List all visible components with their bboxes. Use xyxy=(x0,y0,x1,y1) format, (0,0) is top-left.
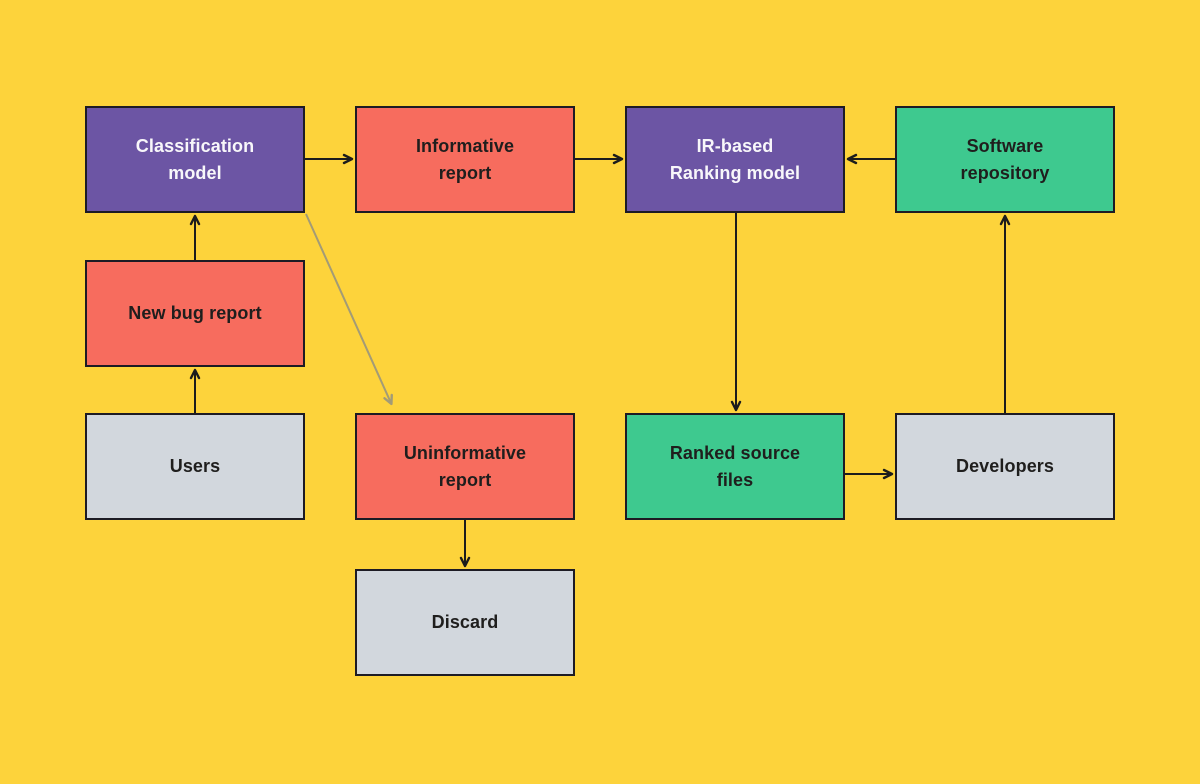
node-discard: Discard xyxy=(355,569,575,676)
node-label-ranked-source-files: Ranked source files xyxy=(669,443,801,490)
node-software-repository: Software repository xyxy=(895,106,1115,213)
node-new-bug-report: New bug report xyxy=(85,260,305,367)
node-label-users: Users xyxy=(169,456,221,477)
node-informative-report: Informative report xyxy=(355,106,575,213)
node-label-informative-report: Informative report xyxy=(415,136,515,183)
node-label-software-repository: Software repository xyxy=(960,136,1050,183)
node-label-ir-based-ranking-model: IR-based Ranking model xyxy=(669,136,801,183)
node-label-discard: Discard xyxy=(431,612,499,633)
node-developers: Developers xyxy=(895,413,1115,520)
node-label-developers: Developers xyxy=(955,456,1055,477)
node-ir-based-ranking-model: IR-based Ranking model xyxy=(625,106,845,213)
node-label-new-bug-report: New bug report xyxy=(128,303,262,324)
node-uninformative-report: Uninformative report xyxy=(355,413,575,520)
node-label-classification-model: Classification model xyxy=(135,136,255,183)
edge-classification-model-to-uninformative-report xyxy=(305,213,393,406)
node-users: Users xyxy=(85,413,305,520)
node-ranked-source-files: Ranked source files xyxy=(625,413,845,520)
node-classification-model: Classification model xyxy=(85,106,305,213)
node-label-uninformative-report: Uninformative report xyxy=(403,443,527,490)
